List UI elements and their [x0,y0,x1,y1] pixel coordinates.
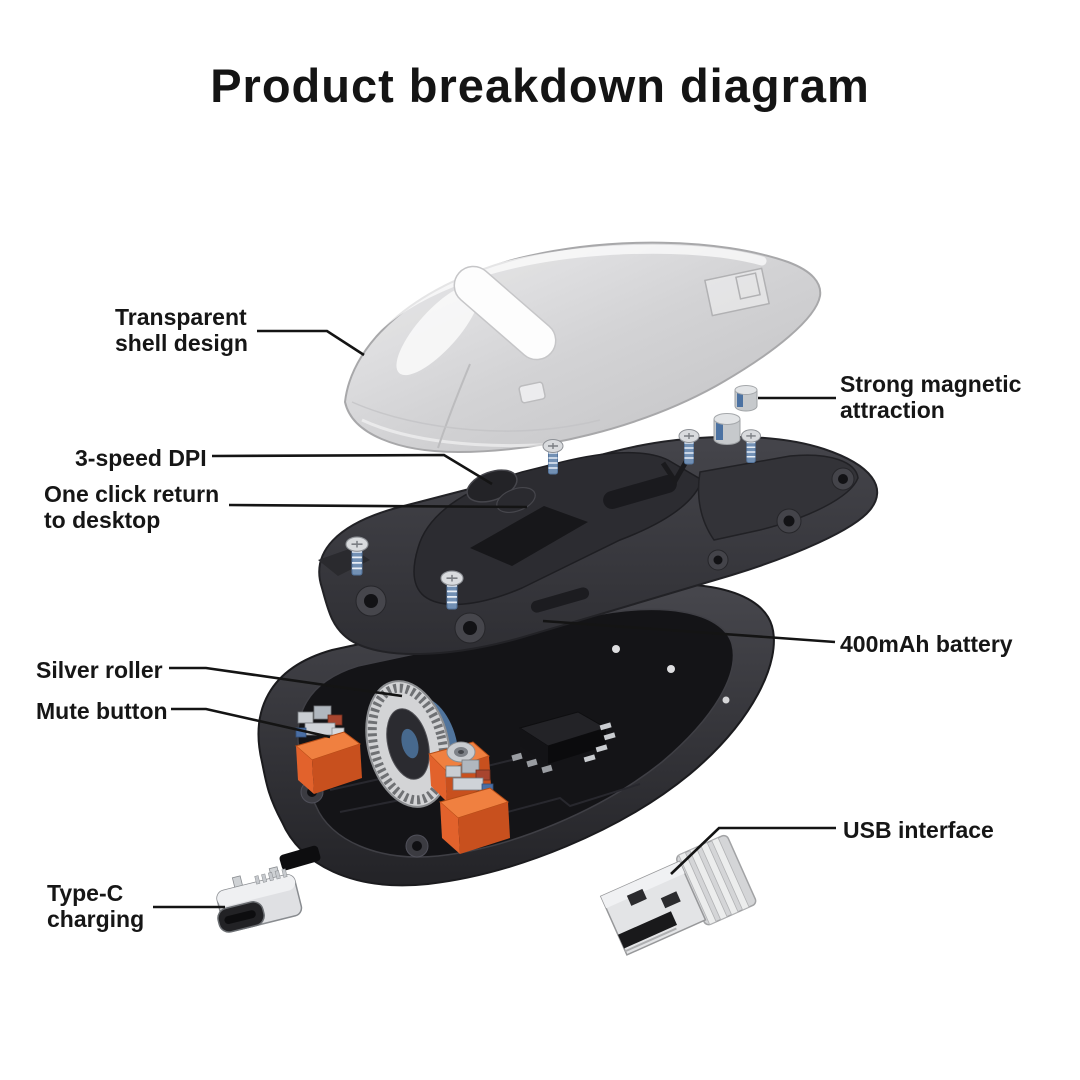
callout-line: shell design [115,330,248,356]
callout-line: Type-C [47,880,124,906]
callout-line: Transparent [115,304,247,330]
callout-magnetic-attraction: Strong magnetic attraction [840,371,1021,423]
callout-dpi: 3-speed DPI [75,445,207,471]
micro-switch-detail [295,705,345,738]
leader-silver-roller [169,666,403,698]
callout-silver-roller: Silver roller [36,657,163,683]
bottom-case-part [257,583,775,887]
callout-line: Silver roller [36,657,163,683]
callout-line: attraction [840,397,945,423]
callout-battery: 400mAh battery [840,631,1013,657]
leader-dpi [211,453,493,486]
type-c-opening [279,845,321,871]
usb-receiver-part [599,834,757,956]
callout-one-click-return: One click return to desktop [44,481,219,533]
callout-line: USB interface [843,817,994,843]
callout-line: Strong magnetic [840,371,1022,397]
leader-transparent-shell [257,329,365,357]
callout-line: 3-speed DPI [75,445,207,471]
silver-roller-part [365,680,459,808]
micro-switch-detail [445,759,494,794]
side-switch-part [438,759,510,854]
leader-lines [153,329,836,909]
magnet-parts [713,385,758,445]
leader-one-click-return [228,503,528,509]
ic-chip-part [511,711,616,774]
callout-type-c: Type-C charging [47,880,144,932]
chassis-boss [355,467,855,644]
scroll-wheel-slot [453,265,557,361]
callout-line: to desktop [44,507,161,533]
leader-mute-button [171,707,331,739]
callout-transparent-shell: Transparent shell design [115,304,248,356]
leader-usb-interface [670,826,836,875]
leader-battery [542,619,836,644]
callout-usb-interface: USB interface [843,817,994,843]
type-c-port-part [216,866,303,933]
page-title: Product breakdown diagram [210,59,870,112]
mid-chassis-part [318,435,879,655]
callout-line: Mute button [36,698,168,724]
callout-line: One click return [44,481,220,507]
callout-line: charging [47,906,145,932]
shell-clip-cutout [704,267,770,317]
top-shell-part [343,241,822,454]
mute-button-part [294,705,362,794]
callout-mute-button: Mute button [36,698,168,724]
callout-line: 400mAh battery [840,631,1013,657]
